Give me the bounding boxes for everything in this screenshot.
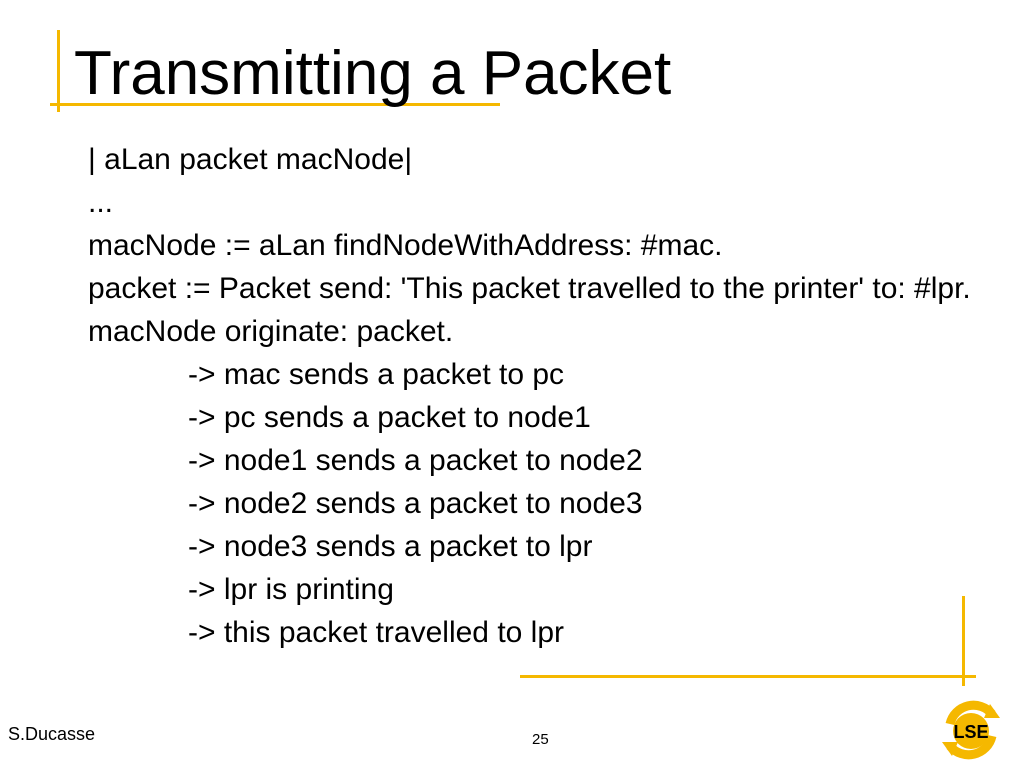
bottom-right-vertical-rule (962, 596, 965, 686)
footer-author: S.Ducasse (8, 724, 96, 744)
title-vertical-rule (57, 30, 60, 112)
slide-title: Transmitting a Packet (74, 39, 672, 108)
code-line: macNode originate: packet. (88, 315, 454, 348)
lse-logo: LSE (942, 700, 1000, 760)
output-line: -> this packet travelled to lpr (188, 616, 565, 649)
logo-text: LSE (953, 722, 988, 742)
code-line: ... (88, 186, 114, 219)
code-line: macNode := aLan findNodeWithAddress: #ma… (88, 229, 723, 262)
output-line: -> node3 sends a packet to lpr (188, 530, 593, 563)
output-line: -> node1 sends a packet to node2 (188, 444, 643, 477)
page-number: 25 (532, 731, 549, 748)
output-line: -> mac sends a packet to pc (188, 358, 565, 391)
code-line: packet := Packet send: 'This packet trav… (88, 272, 971, 305)
bottom-underline-rule (520, 675, 976, 678)
output-line: -> node2 sends a packet to node3 (188, 487, 643, 520)
output-line: -> lpr is printing (188, 573, 394, 606)
code-line: | aLan packet macNode| (88, 143, 413, 176)
output-line: -> pc sends a packet to node1 (188, 401, 591, 434)
title-underline-rule (50, 103, 500, 106)
code-block: | aLan packet macNode| ... macNode := aL… (76, 138, 976, 654)
